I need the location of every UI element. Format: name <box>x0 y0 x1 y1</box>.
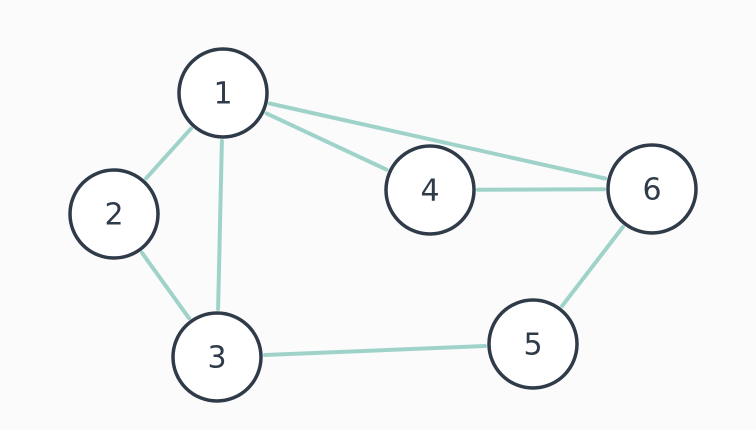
edge-1-2 <box>144 126 193 181</box>
node-label-2: 2 <box>104 198 123 233</box>
node-2: 2 <box>68 168 160 260</box>
edges-layer <box>140 101 625 357</box>
edge-5-6 <box>560 225 625 308</box>
node-circle-3 <box>171 311 263 403</box>
edge-4-6 <box>476 187 606 192</box>
node-4: 4 <box>384 144 476 236</box>
node-3: 3 <box>171 311 263 403</box>
edge-2-3 <box>140 250 191 321</box>
node-circle-1 <box>177 47 269 139</box>
node-1: 1 <box>177 47 269 139</box>
edge-1-6 <box>267 101 608 181</box>
edge-1-3 <box>216 139 224 311</box>
node-circle-4 <box>384 144 476 236</box>
edge-3-5 <box>263 344 487 357</box>
node-label-4: 4 <box>420 174 439 209</box>
node-label-3: 3 <box>207 341 226 376</box>
node-label-6: 6 <box>642 173 661 208</box>
node-circle-6 <box>606 143 698 235</box>
node-circle-5 <box>487 298 579 390</box>
node-label-1: 1 <box>213 77 232 112</box>
node-circle-2 <box>68 168 160 260</box>
nodes-layer: 1 2 3 4 5 6 <box>68 47 698 403</box>
node-label-5: 5 <box>523 328 542 363</box>
node-6: 6 <box>606 143 698 235</box>
edge-1-4 <box>264 111 389 172</box>
node-5: 5 <box>487 298 579 390</box>
